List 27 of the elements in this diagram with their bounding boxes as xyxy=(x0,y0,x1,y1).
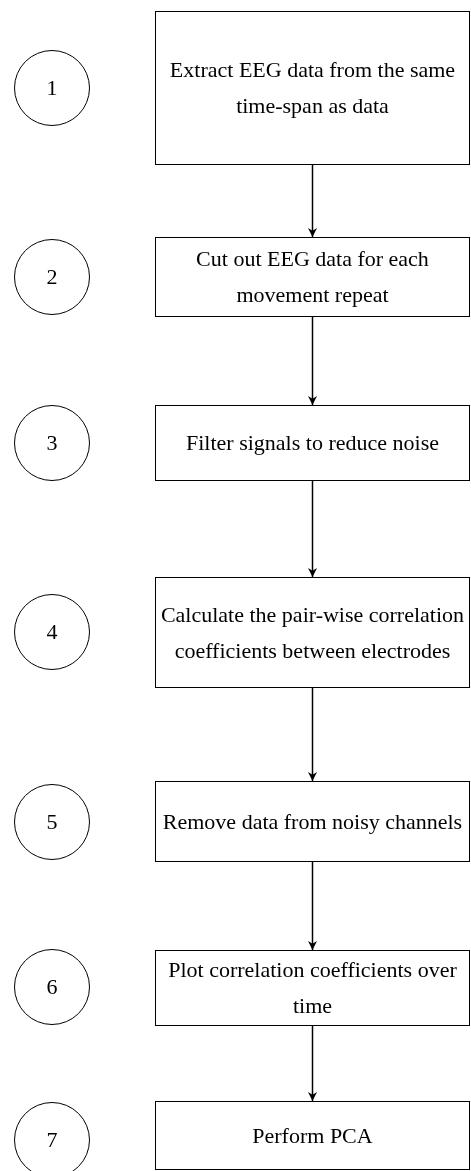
arrow xyxy=(308,861,317,951)
step-text: Plot correlation coefficients over time xyxy=(167,956,458,1020)
step-number: 5 xyxy=(46,808,58,836)
arrow xyxy=(308,164,317,238)
process-box xyxy=(155,237,470,317)
step-number: 7 xyxy=(46,1126,58,1154)
step-number: 1 xyxy=(46,74,58,102)
process-box xyxy=(155,950,470,1026)
arrow xyxy=(308,316,317,406)
arrow xyxy=(308,480,317,578)
process-box xyxy=(155,1101,470,1170)
step-text: Filter signals to reduce noise xyxy=(186,429,439,457)
step-text: Calculate the pair-wise correlation coefficients between electrodes xyxy=(160,600,465,665)
step-text: Remove data from noisy channels xyxy=(162,807,463,836)
step-text: Extract EEG data from the same time-span as data xyxy=(168,56,457,120)
step-number: 3 xyxy=(46,429,58,457)
step-number: 2 xyxy=(46,263,58,291)
step-text: Cut out EEG data for each movement repeat xyxy=(195,245,430,309)
arrow xyxy=(308,1025,317,1102)
arrow xyxy=(308,687,317,782)
step-number: 6 xyxy=(46,973,58,1001)
process-box xyxy=(155,781,470,862)
step-text: Perform PCA xyxy=(252,1121,373,1150)
process-box xyxy=(155,405,470,481)
step-number: 4 xyxy=(46,618,58,646)
process-box xyxy=(155,11,470,165)
process-box xyxy=(155,577,470,688)
